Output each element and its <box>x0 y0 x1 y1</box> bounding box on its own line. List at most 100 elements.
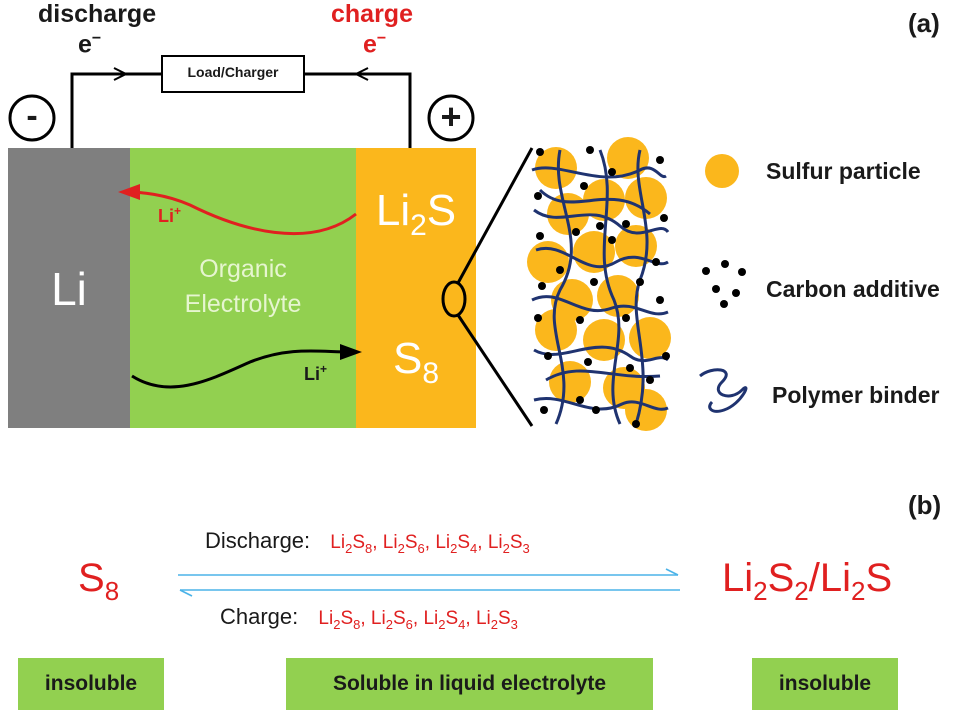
carbon-particle <box>660 214 668 222</box>
charge-ion-label: Li+ <box>158 204 182 226</box>
charge-ion-path <box>125 190 357 235</box>
carbon-particle <box>538 282 546 290</box>
carbon-particle <box>534 192 542 200</box>
panel-b-label: (b) <box>908 490 942 520</box>
zoom-circle-icon <box>441 280 467 318</box>
carbon-particle <box>534 314 542 322</box>
carbon-particle <box>596 222 604 230</box>
sulfur-particle-icon <box>705 154 739 188</box>
discharge-ion-path <box>131 349 351 389</box>
carbon-particle <box>622 314 630 322</box>
zoom-line-bottom <box>456 314 534 427</box>
carbon-particle <box>608 236 616 244</box>
carbon-particle <box>626 364 634 372</box>
carbon-particle <box>590 278 598 286</box>
polysulfide-item: Li2S8 <box>330 532 373 556</box>
polysulfide-item: Li2S4 <box>423 608 466 632</box>
equilibrium-arrows <box>178 568 680 597</box>
legend-binder-label: Polymer binder <box>772 382 940 408</box>
carbon-additive-icon <box>702 260 746 308</box>
discharge-label: discharge <box>38 0 157 28</box>
polymer-binder-strand <box>545 369 661 382</box>
reverse-arrowhead-icon <box>179 589 193 597</box>
soluble-middle-box: Soluble in liquid electrolyte <box>286 658 653 710</box>
carbon-particle <box>652 258 660 266</box>
carbon-particle <box>646 376 654 384</box>
carbon-particle <box>632 420 640 428</box>
discharge-polysulfide-list: Li2S8, Li2S6, Li2S4, Li2S3 <box>330 532 530 556</box>
polymer-binder-strand <box>598 149 622 425</box>
anode-block <box>8 148 130 428</box>
carbon-particle <box>580 182 588 190</box>
polymer-binder-strand <box>533 208 670 235</box>
anode-label: Li <box>51 263 87 315</box>
charge-polysulfide-list: Li2S8, Li2S6, Li2S4, Li2S3 <box>318 608 518 632</box>
carbon-particle <box>622 220 630 228</box>
polymer-binder-strand <box>531 166 667 179</box>
carbon-particle <box>556 266 564 274</box>
carbon-particle <box>536 148 544 156</box>
polymer-binder-strand <box>531 295 669 316</box>
carbon-particle <box>572 228 580 236</box>
sulfur-particle <box>547 193 589 235</box>
charge-row-label: Charge: <box>220 604 299 629</box>
polymer-binder-strand <box>533 345 669 363</box>
insoluble-left-box: insoluble <box>18 658 164 710</box>
polysulfide-item: Li2S6 <box>382 532 425 556</box>
circuit-wire <box>70 72 412 148</box>
polymer-binder-strand <box>538 188 651 216</box>
charge-arrow-icon <box>353 67 369 81</box>
carbon-particle <box>586 146 594 154</box>
positive-terminal-icon <box>427 94 475 142</box>
carbon-particle <box>662 352 670 360</box>
positive-terminal-label: + <box>440 96 462 137</box>
negative-terminal-icon <box>8 94 56 142</box>
polymer-binder-strand <box>533 397 669 411</box>
load-charger-box <box>161 55 305 93</box>
carbon-particle <box>544 352 552 360</box>
legend-sulfur-label: Sulfur particle <box>766 158 921 184</box>
sulfur-particle <box>549 361 591 403</box>
cathode-s8-label: S8 <box>392 334 440 390</box>
discharge-ion-label: Li+ <box>304 362 328 384</box>
negative-terminal-label: - <box>26 97 38 135</box>
polymer-binder-strand <box>552 149 573 425</box>
charge-row: Charge: Li2S8, Li2S6, Li2S4, Li2S3 <box>220 604 518 632</box>
electrolyte-label-line1: Organic <box>199 255 287 283</box>
cathode-li2s-label: Li2S <box>375 186 457 242</box>
electrolyte-label-line2: Electrolyte <box>184 290 302 318</box>
sulfur-particle <box>583 319 625 361</box>
insoluble-right-box: insoluble <box>752 658 898 710</box>
polysulfide-item: Li2S6 <box>370 608 413 632</box>
carbon-particle <box>656 156 664 164</box>
polysulfide-item: Li2S3 <box>475 608 518 632</box>
discharge-row-label: Discharge: <box>205 528 311 553</box>
panel-a-label: (a) <box>908 8 940 38</box>
discharge-row: Discharge: Li2S8, Li2S6, Li2S4, Li2S3 <box>205 528 530 556</box>
polysulfide-item: Li2S4 <box>435 532 478 556</box>
polymer-binder-icon <box>699 368 748 413</box>
s8-species-label: S8 <box>78 556 120 606</box>
discharge-electron: e− <box>78 30 102 59</box>
carbon-particle <box>636 278 644 286</box>
load-charger-label: Load/Charger <box>187 64 279 80</box>
discharge-ion-arrowhead-icon <box>340 344 362 360</box>
polysulfide-item: Li2S3 <box>487 532 530 556</box>
zoom-line-top <box>456 147 534 284</box>
polysulfide-item: Li2S8 <box>318 608 361 632</box>
charge-ion-arrowhead-icon <box>118 184 140 200</box>
discharge-arrow-icon <box>113 67 129 81</box>
electrolyte-block <box>130 148 356 428</box>
carbon-particle <box>584 358 592 366</box>
cathode-block <box>356 148 476 428</box>
charge-electron: e− <box>363 30 387 59</box>
carbon-particle <box>536 232 544 240</box>
charge-label: charge <box>331 0 413 28</box>
sulfur-particle <box>625 177 667 219</box>
carbon-particle <box>540 406 548 414</box>
forward-arrowhead-icon <box>665 568 679 576</box>
battery-diagram <box>8 55 748 431</box>
carbon-particle <box>592 406 600 414</box>
carbon-particle <box>656 296 664 304</box>
cathode-microstructure <box>527 137 671 431</box>
